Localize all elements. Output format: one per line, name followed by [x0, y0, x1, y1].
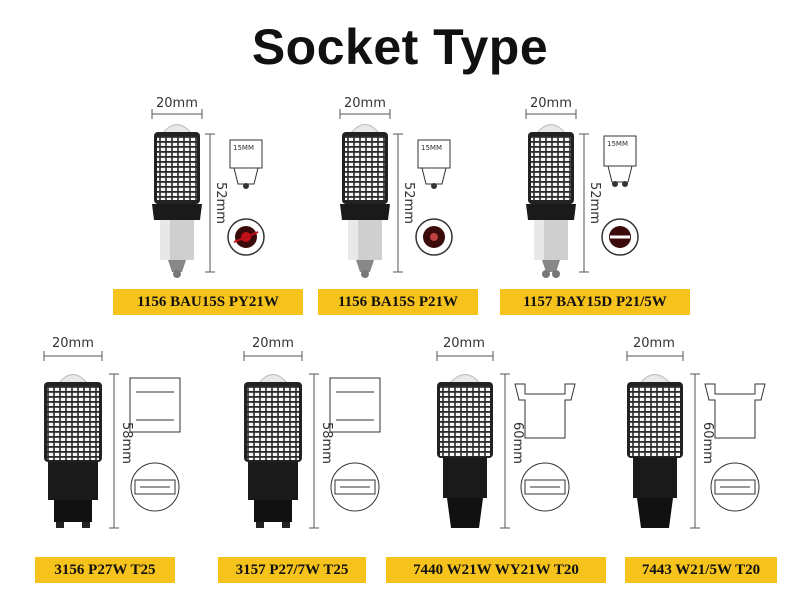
socket-label: 1157 BAY15D P21/5W	[500, 289, 690, 315]
height-dimension: 52mm	[213, 182, 228, 224]
product-7440: 20mm 60mm	[425, 332, 585, 562]
width-dimension: 20mm	[252, 336, 294, 351]
socket-label: 7440 W21W WY21W T20	[386, 557, 606, 583]
height-dimension: 58mm	[119, 422, 134, 464]
socket-label: 3157 P27/7W T25	[218, 557, 366, 583]
height-dimension: 52mm	[587, 182, 602, 224]
product-3156: 20mm 58mm	[30, 332, 190, 562]
bulb-ba15s-illustration: 15MM	[339, 109, 453, 278]
bulb-t25-illustration	[43, 351, 181, 529]
product-bau15s: 20mm 15MM 52mm	[130, 92, 290, 322]
width-dimension: 20mm	[344, 96, 386, 111]
product-bay15d: 20mm 15MM 52mm	[504, 92, 664, 322]
bulb-ba15s-illustration: 15MM	[151, 109, 265, 278]
bulb-t20-illustration	[436, 351, 576, 529]
socket-label: 1156 BA15S P21W	[318, 289, 478, 315]
height-dimension: 52mm	[401, 182, 416, 224]
bulb-t25-illustration	[243, 351, 381, 529]
page-title: Socket Type	[251, 19, 549, 75]
width-dimension: 20mm	[443, 336, 485, 351]
width-dimension: 20mm	[156, 96, 198, 111]
width-dimension: 20mm	[633, 336, 675, 351]
socket-label: 1156 BAU15S PY21W	[113, 289, 303, 315]
socket-dim-text: 15MM	[607, 140, 628, 148]
bulb-t20-illustration	[626, 351, 766, 529]
width-dimension: 20mm	[530, 96, 572, 111]
bulb-bay15d-illustration: 15MM	[525, 109, 639, 278]
product-ba15s: 20mm 15MM 52mm	[318, 92, 478, 322]
socket-label: 3156 P27W T25	[35, 557, 175, 583]
socket-dim-text: 15MM	[421, 144, 442, 152]
socket-label: 7443 W21/5W T20	[625, 557, 777, 583]
product-3157: 20mm 58mm	[230, 332, 390, 562]
socket-dim-text: 15MM	[233, 144, 254, 152]
product-7443: 20mm 60mm	[615, 332, 775, 562]
height-dimension: 60mm	[510, 422, 525, 464]
height-dimension: 60mm	[700, 422, 715, 464]
height-dimension: 58mm	[319, 422, 334, 464]
width-dimension: 20mm	[52, 336, 94, 351]
